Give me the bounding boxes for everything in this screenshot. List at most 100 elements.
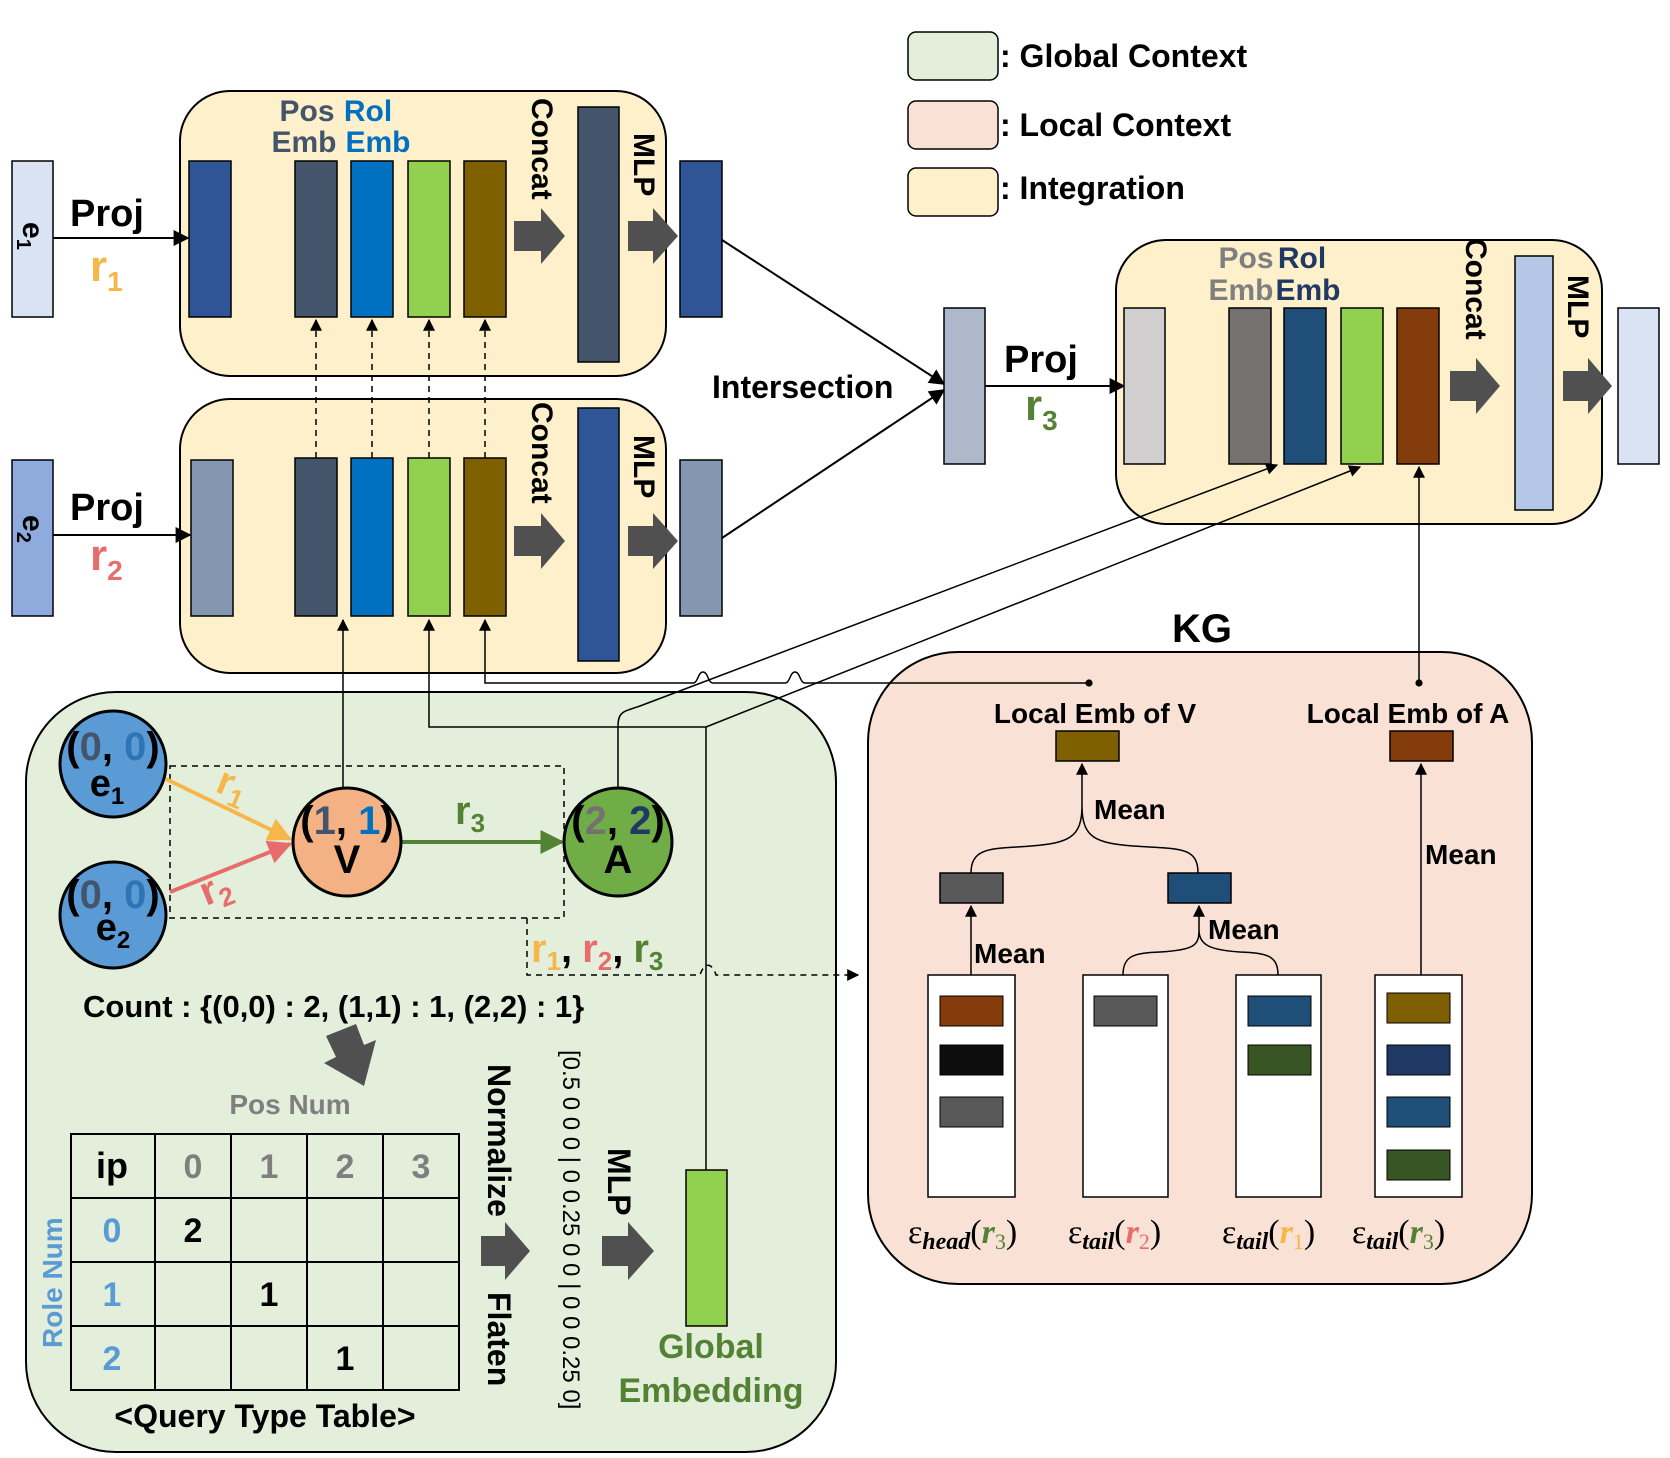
- normalize-label: Normalize: [481, 1064, 517, 1217]
- encoder-e3: Proj r3 Pos Emb Rol Emb Concat MLP: [985, 238, 1660, 511]
- count-text: Count : {(0,0) : 2, (1,1) : 1, (2,2) : 1…: [83, 989, 584, 1024]
- normalized-vector: [0.5 0 0 0 | 0 0.25 0 0 | 0 0 0.25 0]: [557, 1050, 584, 1409]
- global-emb-vector-e2: [407, 457, 451, 617]
- local-emb-v-vector: [1055, 730, 1120, 762]
- global-mlp-arrow: [602, 1222, 654, 1280]
- entity-set-tail-r2-item-1: [1093, 995, 1158, 1027]
- a-to-encoder3-rol-line: [617, 463, 1279, 796]
- mlp-label-e3: MLP: [1561, 275, 1594, 338]
- legend-swatch-integration: [907, 167, 999, 217]
- count-down-arrow: [324, 1024, 376, 1086]
- global-emb-to-encoder2-line: [423, 618, 707, 1170]
- set-label-tail-r1: εtail(r1): [1222, 1214, 1315, 1255]
- local-emb-vector-e3: [1396, 307, 1440, 465]
- entity-set-tail-r3-item-4: [1386, 1149, 1451, 1181]
- entity-set-head-r3-item-1: [939, 995, 1004, 1027]
- proj-label-e3: Proj: [1004, 339, 1078, 381]
- table-row-header: 2: [103, 1340, 122, 1378]
- output-e2-vector: [679, 459, 723, 617]
- node-e1-position: (0, 0): [66, 725, 159, 769]
- global-emb-to-encoder3-line: [705, 465, 1362, 728]
- node-e2-position: (0, 0): [66, 873, 159, 917]
- entity-set-tail-r1-item-1: [1247, 995, 1312, 1027]
- kg-local-context-panel: [867, 651, 1533, 1285]
- local-emb-vector-e2: [463, 457, 507, 617]
- query-graph: r1 r2 r3 (0, 0) e1 (0, 0) e2 (1, 1) V (2…: [58, 709, 860, 981]
- concat-arrow-e3: [1450, 358, 1500, 414]
- node-v: [291, 786, 403, 898]
- node-v-label: V: [334, 838, 361, 882]
- table-corner: ip: [96, 1145, 128, 1186]
- connector-lines: [337, 463, 1425, 1170]
- projected-e2-vector: [190, 459, 234, 617]
- mean-label-v: Mean: [1094, 794, 1166, 825]
- table-cell: 2: [184, 1212, 203, 1250]
- legend-swatch-local: [907, 100, 999, 150]
- table-row-header: 1: [103, 1276, 122, 1314]
- mlp-arrow-e2: [628, 513, 678, 569]
- local-v-to-encoder2-line: [479, 618, 1093, 687]
- mean-tree-v: [970, 805, 1199, 874]
- relation-r2-label: r2: [90, 531, 123, 586]
- output-e1-vector: [679, 160, 723, 318]
- table-col-header: 0: [184, 1148, 203, 1186]
- entity-e1-label: e1: [12, 222, 49, 250]
- node-e1-label: e1: [90, 763, 125, 810]
- entity-set-head-r3-item-2: [939, 1044, 1004, 1076]
- normalize-arrow: [481, 1222, 530, 1280]
- table-col-header: 2: [336, 1148, 355, 1186]
- mlp-label-e1: MLP: [627, 133, 660, 196]
- entity-e1-embedding: [11, 160, 54, 318]
- entity-set-tail-r1-item-2: [1247, 1044, 1312, 1076]
- set-label-tail-r2: εtail(r2): [1068, 1214, 1161, 1255]
- node-a-label: A: [604, 838, 633, 882]
- mean-tree-tail: [1122, 929, 1279, 976]
- mlp-label-e2: MLP: [627, 435, 660, 498]
- table-col-header: 3: [412, 1148, 431, 1186]
- rol-emb-vector-e2: [350, 457, 394, 617]
- concat-arrow-e1: [514, 208, 565, 264]
- edge-r1: [165, 777, 293, 841]
- local-emb-vector-e1: [463, 160, 507, 318]
- shared-embedding-links: [310, 318, 491, 458]
- table-row-header: 0: [103, 1212, 122, 1250]
- local-emb-a-vector: [1389, 730, 1454, 762]
- local-emb-v-label: Local Emb of V: [994, 698, 1197, 729]
- concat-label-e2: Concat: [525, 402, 558, 504]
- kg-panel: KG Local Emb of V Local Emb of A Mean Me…: [908, 607, 1509, 1255]
- projected-e3-vector: [1123, 307, 1166, 465]
- entity-set-tail-r3-item-2: [1386, 1044, 1451, 1076]
- kg-title: KG: [1172, 607, 1232, 651]
- node-a-position: (2, 2): [571, 799, 664, 843]
- query-graph-selection: [169, 765, 565, 919]
- legend-swatch-global: [907, 31, 999, 81]
- table-cell: 1: [336, 1340, 355, 1378]
- pos-emb-label-line2: Emb: [271, 126, 336, 159]
- mean-head-r3-vector: [939, 872, 1004, 904]
- legend-label-local: : Local Context: [1000, 107, 1231, 143]
- edge-r2: [169, 840, 293, 894]
- pos-emb-label-e3-line2: Emb: [1208, 274, 1273, 307]
- rol-emb-label-line1: Rol: [344, 95, 392, 128]
- rol-emb-label-line2: Emb: [345, 126, 410, 159]
- concat-vector-e3: [1514, 255, 1554, 511]
- mlp-arrow-e1: [628, 208, 678, 264]
- entity-set-tail-r3-item-3: [1386, 1096, 1451, 1128]
- rol-emb-label-e3-line1: Rol: [1278, 242, 1326, 275]
- mean-label-head: Mean: [974, 938, 1046, 969]
- node-v-position: (1, 1): [300, 799, 393, 843]
- legend-label-integration: : Integration: [1000, 170, 1185, 206]
- query-type-table: [70, 1133, 460, 1391]
- intersection-label: Intersection: [712, 369, 893, 405]
- concat-label-e1: Concat: [525, 98, 558, 200]
- node-e1: [58, 709, 168, 819]
- concat-arrow-e2: [514, 513, 565, 569]
- intersection-line-e2: [721, 389, 946, 539]
- table-text: ip 0 1 2 3 0 1 2 2 1 1: [96, 1145, 430, 1378]
- node-e2: [58, 860, 168, 970]
- proj-label-e2: Proj: [70, 487, 144, 529]
- pos-emb-vector-e2: [294, 457, 338, 617]
- entity-set-tail-r3-item-1: [1386, 992, 1451, 1024]
- node-a: [562, 786, 674, 898]
